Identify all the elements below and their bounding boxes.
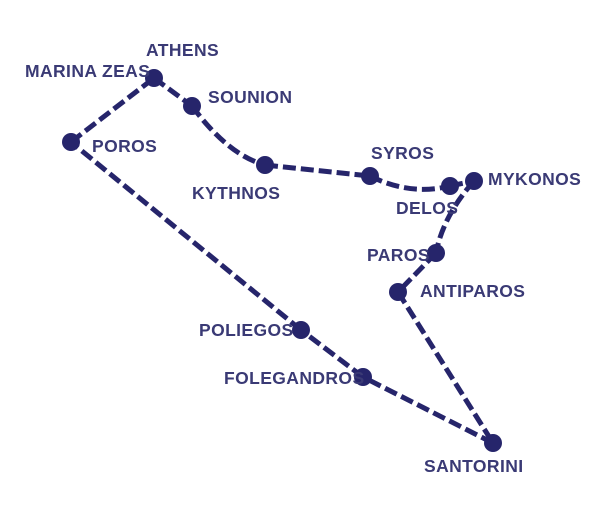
port-label-santorini: SANTORINI bbox=[424, 456, 524, 476]
route-segment-paros-antiparos bbox=[396, 251, 438, 294]
port-node-syros[interactable] bbox=[361, 167, 379, 185]
route-segment-syros-delos bbox=[368, 173, 451, 192]
port-node-athens[interactable] bbox=[145, 69, 163, 87]
route-segment-antiparos-santorini bbox=[395, 290, 496, 445]
port-node-folegandros[interactable] bbox=[354, 368, 372, 386]
port-label-antiparos: ANTIPAROS bbox=[420, 281, 526, 301]
port-label-sounion: SOUNION bbox=[208, 87, 293, 107]
port-label-marina-zeas: MARINA ZEAS bbox=[25, 61, 151, 81]
port-label-poros: POROS bbox=[92, 136, 158, 156]
port-label-syros: SYROS bbox=[371, 143, 435, 163]
port-node-paros[interactable] bbox=[427, 244, 445, 262]
port-node-kythnos[interactable] bbox=[256, 156, 274, 174]
port-label-kythnos: KYTHNOS bbox=[192, 183, 281, 203]
route-segment-poros-athens bbox=[69, 76, 156, 144]
port-node-delos[interactable] bbox=[441, 177, 459, 195]
port-node-mykonos[interactable] bbox=[465, 172, 483, 190]
port-label-athens: ATHENS bbox=[146, 40, 220, 60]
route-segment-folegandros-poliegos bbox=[299, 328, 365, 379]
port-label-poliegos: POLIEGOS bbox=[199, 320, 294, 340]
port-node-santorini[interactable] bbox=[484, 434, 502, 452]
route-segment-sounion-kythnos bbox=[189, 104, 266, 168]
route-segment-poliegos-poros bbox=[69, 140, 303, 332]
route-nodes-group bbox=[62, 69, 502, 452]
port-node-sounion[interactable] bbox=[183, 97, 201, 115]
port-node-poliegos[interactable] bbox=[292, 321, 310, 339]
port-node-poros[interactable] bbox=[62, 133, 80, 151]
port-label-mykonos: MYKONOS bbox=[488, 169, 582, 189]
port-label-folegandros: FOLEGANDROS bbox=[224, 368, 365, 388]
port-label-paros: PAROS bbox=[367, 245, 430, 265]
route-segment-santorini-folegandros bbox=[361, 374, 495, 446]
port-label-delos: DELOS bbox=[396, 198, 459, 218]
port-node-antiparos[interactable] bbox=[389, 283, 407, 301]
route-segment-kythnos-syros bbox=[264, 162, 371, 179]
